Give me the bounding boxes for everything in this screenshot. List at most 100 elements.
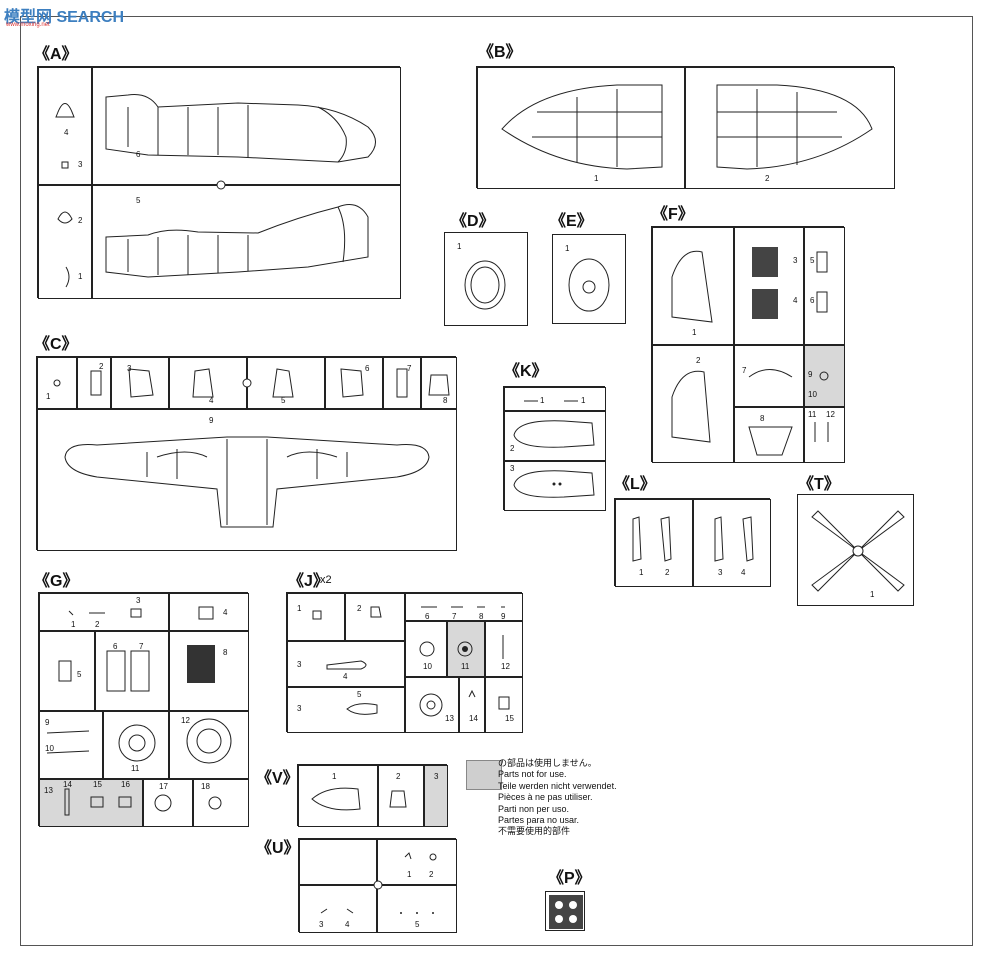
- sprue-j-cell: [287, 593, 345, 641]
- sprue-f-drawings: [671, 247, 829, 456]
- sprue-f-cell: [734, 407, 804, 463]
- part-number: 1: [78, 272, 83, 281]
- part-number: 1: [46, 392, 51, 401]
- sprue-e: 1: [552, 234, 626, 324]
- part-number: 4: [209, 396, 214, 405]
- sprue-j: 1 2 6 7 8 9 10 11 12 3 4 3 5 13 14 15: [286, 592, 523, 733]
- part-number: 8: [223, 648, 228, 657]
- part-number: 5: [281, 396, 286, 405]
- sprue-u-cell: [377, 839, 457, 885]
- part-number: 8: [479, 612, 484, 621]
- section-j-multiplier: x2: [320, 574, 332, 586]
- part-number: 2: [696, 356, 701, 365]
- section-label-p: 《P》: [548, 870, 591, 887]
- sprue-c-cell: [383, 357, 421, 409]
- part-number: 1: [297, 604, 302, 613]
- part-number: 13: [44, 786, 53, 795]
- part-number: 2: [357, 604, 362, 613]
- section-label-l: 《L》: [614, 476, 656, 493]
- part-number: 13: [445, 714, 454, 723]
- part-number: 15: [505, 714, 514, 723]
- sprue-p-drawings: [549, 895, 583, 929]
- part-number: 3: [136, 596, 141, 605]
- part-number: 1: [565, 244, 570, 253]
- part-number: 5: [77, 670, 82, 679]
- part-number: 4: [345, 920, 350, 929]
- part-number: 10: [423, 662, 432, 671]
- sprue-g-cell: [39, 593, 169, 631]
- sprue-j-cell: [485, 677, 523, 733]
- section-label-f: 《F》: [652, 206, 694, 223]
- part-number: 2: [95, 620, 100, 629]
- part-number: 1: [540, 396, 545, 405]
- sprue-u-cell: [299, 885, 377, 933]
- section-label-u: 《U》: [256, 840, 300, 857]
- part-number: 14: [63, 780, 72, 789]
- sprue-f-cell: [804, 227, 845, 345]
- part-number: 3: [793, 256, 798, 265]
- sprue-c-cell: [421, 357, 457, 409]
- part-number: 1: [594, 174, 599, 183]
- sprue-f: 1 3 4 5 6 2 7 9 10 8 11 12: [651, 226, 845, 463]
- part-number: 14: [469, 714, 478, 723]
- sprue-d: 1: [444, 232, 528, 326]
- part-number: 1: [457, 242, 462, 251]
- part-number: 7: [407, 364, 412, 373]
- sprue-l-cell: [615, 499, 693, 587]
- sprue-c-cell: [247, 357, 325, 409]
- unused-parts-swatch: [466, 760, 502, 790]
- sprue-j-cell: [287, 687, 405, 733]
- sprue-l: 1 2 3 4: [614, 498, 771, 587]
- section-label-b: 《B》: [478, 44, 522, 61]
- part-number: 3: [718, 568, 723, 577]
- part-number: 2: [99, 362, 104, 371]
- part-number: 3: [78, 160, 83, 169]
- section-label-d: 《D》: [451, 213, 495, 230]
- propeller-drawing: [811, 510, 905, 592]
- sprue-g-cell: [169, 593, 249, 631]
- sprue-u: 1 2 3 4 5: [298, 838, 457, 933]
- sprue-l-cell: [693, 499, 771, 587]
- part-number: 11: [461, 662, 470, 671]
- sprue-l-drawings: [632, 516, 754, 562]
- sprue-t: 1: [797, 494, 914, 606]
- part-number: 3: [319, 920, 324, 929]
- part-number: 2: [665, 568, 670, 577]
- sprue-v: 1 2 3: [297, 764, 448, 827]
- sprue-v-cell: [378, 765, 424, 827]
- part-number: 7: [742, 366, 747, 375]
- part-number: 4: [741, 568, 746, 577]
- canopy-drawing: [568, 258, 610, 312]
- sprue-c-cell: [77, 357, 111, 409]
- part-number: 2: [78, 216, 83, 225]
- sprue-g-cell: [169, 711, 249, 779]
- part-number: 10: [45, 744, 54, 753]
- section-label-e: 《E》: [550, 213, 593, 230]
- part-number: 18: [201, 782, 210, 791]
- part-number: 8: [760, 414, 765, 423]
- part-number: 1: [332, 772, 337, 781]
- part-number: 1: [639, 568, 644, 577]
- sprue-f-cell: [734, 345, 804, 407]
- part-number: 6: [113, 642, 118, 651]
- part-number: 6: [136, 150, 141, 159]
- sprue-g-cell: [39, 631, 95, 711]
- part-number: 2: [429, 870, 434, 879]
- part-number: 7: [139, 642, 144, 651]
- sprue-c-cell: [325, 357, 383, 409]
- sprue-k-cell: [504, 387, 606, 411]
- part-number: 4: [64, 128, 69, 137]
- sprue-j-drawings: [312, 606, 510, 717]
- sprue-a-cell-left-top: [38, 67, 92, 185]
- sprue-k-drawings: [513, 400, 595, 498]
- part-number: 12: [181, 716, 190, 725]
- sprue-f-cell: [804, 407, 845, 463]
- part-number: 4: [223, 608, 228, 617]
- watermark-url: www.moxing.net: [6, 22, 50, 28]
- part-number: 6: [365, 364, 370, 373]
- part-number: 5: [357, 690, 362, 699]
- sprue-j-cell: [405, 677, 459, 733]
- section-label-a: 《A》: [34, 46, 78, 63]
- part-number: 12: [501, 662, 510, 671]
- part-number: 3: [434, 772, 439, 781]
